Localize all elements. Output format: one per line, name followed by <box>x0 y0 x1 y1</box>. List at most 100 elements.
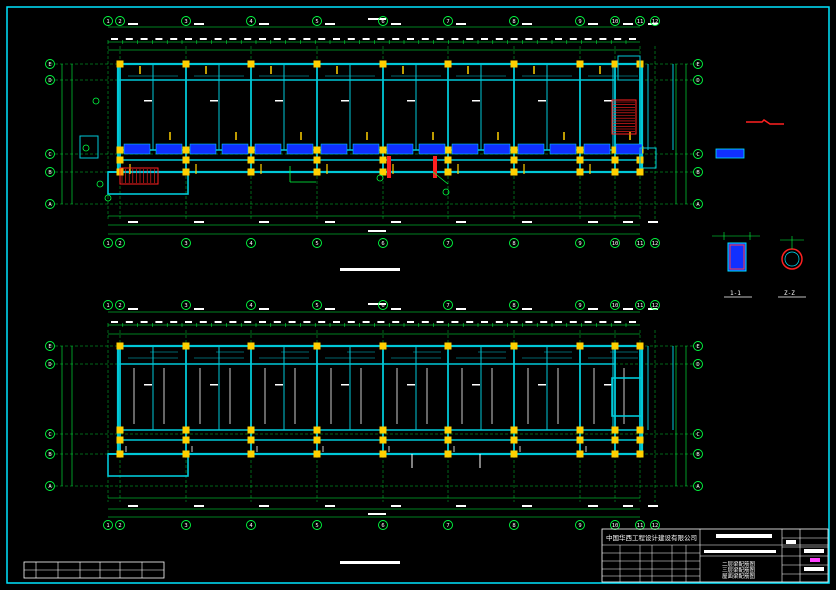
dim-text-mark <box>259 38 266 40</box>
title-block: 中国华西工程设计建设有限公司 二层梁配筋图 三层梁配筋图 屋面梁配筋图 <box>601 528 829 583</box>
dim-text-mark <box>522 308 532 310</box>
dim-text-mark <box>185 321 192 323</box>
dim-text-mark <box>333 321 340 323</box>
grid-x-top-12-label: 12 <box>652 303 659 309</box>
wall-block <box>221 143 249 155</box>
column <box>510 146 518 154</box>
grid-x-top-3-label: 3 <box>184 303 187 309</box>
room-label-mark <box>604 384 612 386</box>
dim-text-mark <box>629 321 636 323</box>
column <box>444 168 452 176</box>
column <box>116 426 124 434</box>
grid-x-bottom-10-bubble <box>610 520 620 530</box>
dim-text-mark <box>421 38 429 40</box>
drawing-title-3: 屋面梁配筋图 <box>722 572 756 580</box>
dim-text-mark <box>522 221 532 223</box>
grid-x-top-3-bubble <box>181 300 191 310</box>
grid-x-bottom-7-bubble <box>443 520 453 530</box>
dim-text-mark <box>451 38 459 40</box>
dim-text-mark <box>199 321 207 323</box>
grid-x-bottom-4-label: 4 <box>249 241 253 247</box>
grid-x-bottom-5-bubble <box>312 238 322 248</box>
column <box>247 436 255 444</box>
dim-text-mark <box>259 221 269 223</box>
column <box>379 168 387 176</box>
callout-marker <box>92 97 100 105</box>
dim-text-mark <box>259 308 269 310</box>
dim-text-mark <box>229 321 237 323</box>
wall-block <box>320 143 348 155</box>
grid-x-bottom-10-label: 10 <box>612 241 619 247</box>
dim-text-mark <box>392 38 400 40</box>
room-label-mark <box>407 384 415 386</box>
grid-x-bottom-2-label: 2 <box>118 241 121 247</box>
grid-x-top-11-bubble <box>635 300 645 310</box>
grid-x-bottom-7-label: 7 <box>446 241 449 247</box>
column <box>313 426 321 434</box>
column <box>182 436 190 444</box>
column <box>636 450 644 458</box>
grid-y-right-D-bubble <box>693 359 703 369</box>
leader-line <box>432 171 449 185</box>
wall-block <box>254 143 282 155</box>
grid-y-right-B-label: B <box>696 170 700 176</box>
dim-text-mark <box>495 321 503 323</box>
dim-text-mark <box>436 38 444 40</box>
grid-x-top-6-label: 6 <box>381 19 384 25</box>
dim-text-mark <box>318 321 326 323</box>
room-label-mark <box>210 384 218 386</box>
stair-hatch-left <box>119 167 159 185</box>
column <box>182 146 190 154</box>
column <box>636 168 644 176</box>
column <box>116 436 124 444</box>
callout-marker <box>82 144 90 152</box>
grid-x-bottom-3-label: 3 <box>184 241 187 247</box>
grid-x-top-3-bubble <box>181 16 191 26</box>
dim-text-mark <box>273 38 281 40</box>
column <box>576 156 584 164</box>
dim-text-mark <box>456 221 466 223</box>
dim-text-mark <box>614 38 622 40</box>
column <box>611 156 619 164</box>
wall-block <box>549 143 577 155</box>
grid-x-bottom-8-label: 8 <box>512 241 515 247</box>
column <box>182 60 190 68</box>
dim-text-mark <box>436 321 444 323</box>
side-box <box>639 147 657 169</box>
grid-y-left-D-label: D <box>48 78 51 84</box>
dim-text-mark <box>325 221 335 223</box>
grid-y-right-B-label: B <box>696 452 700 458</box>
section-z-z-label: Z-Z <box>784 290 795 297</box>
dim-text-mark <box>125 38 133 40</box>
grid-x-top-11-label: 11 <box>637 303 644 309</box>
grid-x-bottom-12-bubble <box>650 520 660 530</box>
dim-text-mark <box>525 38 533 40</box>
room-label-mark <box>538 384 546 386</box>
grid-x-top-8-label: 8 <box>512 19 515 25</box>
grid-x-top-9-bubble <box>575 300 585 310</box>
column <box>510 156 518 164</box>
dim-text-mark <box>303 321 311 323</box>
revision-table <box>23 561 165 579</box>
dim-text-mark <box>377 38 385 40</box>
wall-block <box>517 143 545 155</box>
dim-text-mark <box>510 321 518 323</box>
dim-text-mark <box>214 321 222 323</box>
plan2-title-underline <box>340 561 400 564</box>
column <box>182 168 190 176</box>
plan1-title-underline <box>340 268 400 271</box>
dim-text-mark <box>588 505 598 507</box>
grid-x-bottom-8-label: 8 <box>512 523 515 529</box>
stair-projection <box>107 453 189 477</box>
detail-area: 1-1 Z-Z <box>712 119 806 298</box>
grid-x-bottom-9-label: 9 <box>578 241 581 247</box>
grid-x-bottom-6-label: 6 <box>381 241 384 247</box>
dim-text-mark <box>288 321 296 323</box>
column <box>636 436 644 444</box>
grid-x-bottom-6-bubble <box>378 238 388 248</box>
dim-text-mark <box>128 308 138 310</box>
wall-block <box>418 143 446 155</box>
callout-marker <box>376 174 384 182</box>
grid-x-bottom-9-bubble <box>575 238 585 248</box>
